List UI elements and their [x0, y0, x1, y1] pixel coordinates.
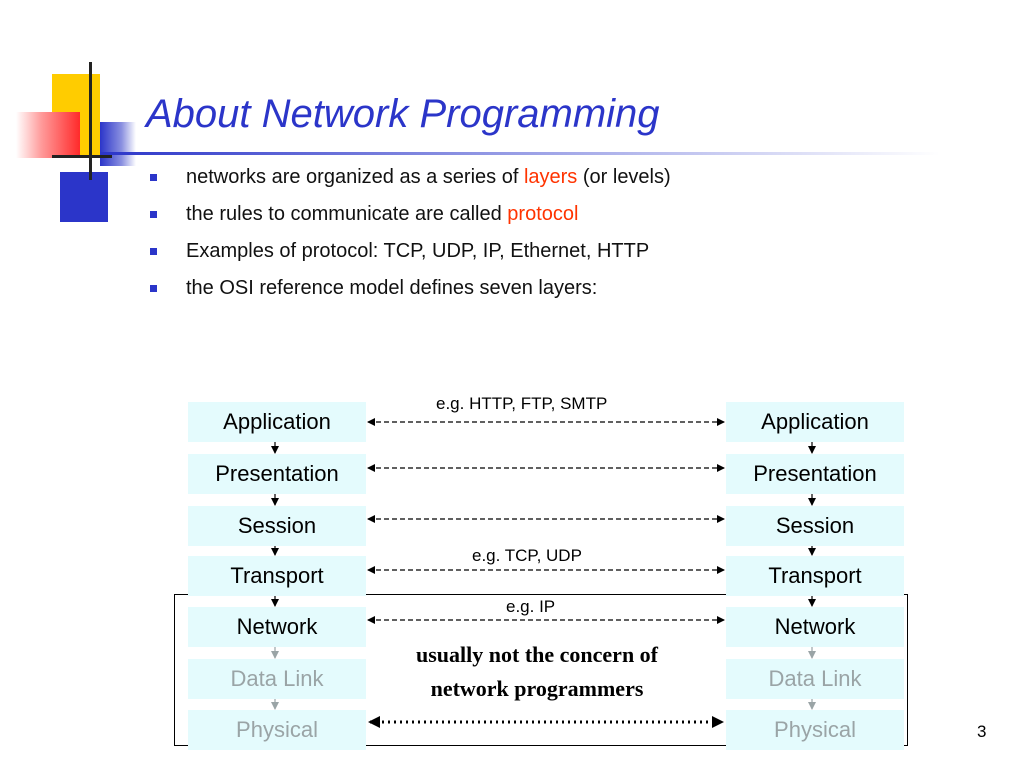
decor-vertical-line	[89, 62, 92, 180]
title-underline	[100, 152, 940, 155]
left-layer-session: Session	[188, 506, 366, 546]
bullet-item: networks are organized as a series of la…	[148, 163, 671, 200]
protocol-label-application: e.g. HTTP, FTP, SMTP	[436, 394, 608, 413]
left-layer-data-link: Data Link	[188, 659, 366, 699]
concern-note: usually not the concern of network progr…	[416, 642, 658, 701]
highlight-text: layers	[523, 166, 578, 188]
protocol-label-network: e.g. IP	[506, 597, 556, 616]
bullet-square-icon	[150, 211, 157, 218]
bullet-item: the rules to communicate are called prot…	[148, 200, 671, 237]
slide-title: About Network Programming	[146, 92, 660, 136]
bullet-square-icon	[150, 285, 157, 292]
highlight-text: protocol	[507, 203, 579, 225]
bullet-item: Examples of protocol: TCP, UDP, IP, Ethe…	[148, 237, 671, 274]
left-layer-presentation: Presentation	[188, 454, 366, 494]
right-layer-data-link: Data Link	[726, 659, 904, 699]
decor-blue-gradient	[100, 122, 136, 166]
decor-blue-square	[60, 172, 108, 222]
right-layer-session: Session	[726, 506, 904, 546]
bullet-square-icon	[150, 174, 157, 181]
bullet-list: networks are organized as a series of la…	[148, 163, 671, 311]
decor-red-square	[16, 112, 80, 158]
page-number: 3	[977, 722, 987, 741]
right-layer-physical: Physical	[726, 710, 904, 750]
left-layer-transport: Transport	[188, 556, 366, 596]
bullet-item: the OSI reference model defines seven la…	[148, 274, 671, 311]
right-layer-transport: Transport	[726, 556, 904, 596]
left-layer-network: Network	[188, 607, 366, 647]
left-layer-physical: Physical	[188, 710, 366, 750]
protocol-label-transport: e.g. TCP, UDP	[472, 546, 582, 565]
right-layer-application: Application	[726, 402, 904, 442]
concern-boundary-box	[174, 594, 908, 746]
decor-horizontal-line	[52, 155, 112, 158]
right-layer-network: Network	[726, 607, 904, 647]
left-layer-application: Application	[188, 402, 366, 442]
right-layer-presentation: Presentation	[726, 454, 904, 494]
bullet-square-icon	[150, 248, 157, 255]
